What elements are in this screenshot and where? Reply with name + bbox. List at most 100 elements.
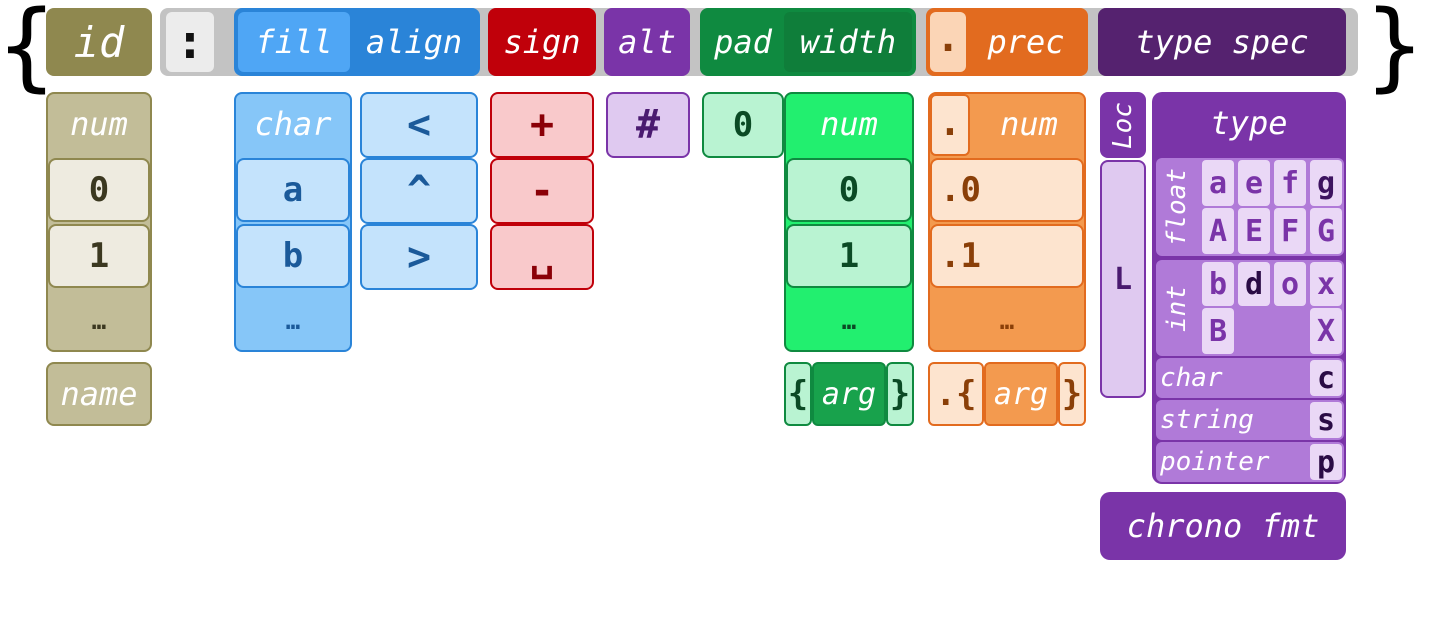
fill-more-label: … [285, 307, 301, 335]
fill-value-b-label: b [282, 236, 304, 276]
type-float-label: float [1156, 158, 1198, 256]
alt-hash-label: # [635, 102, 661, 148]
fill-column [234, 92, 352, 352]
prec-num-label: num [1000, 105, 1058, 143]
type-string-label-text: string [1160, 405, 1254, 435]
type-float-A: A [1202, 208, 1234, 254]
type-pointer-value: p [1310, 444, 1342, 480]
prec-value-0-label: .0 [940, 170, 981, 210]
type-int-d-label: d [1244, 266, 1264, 302]
type-string-value-label: s [1316, 402, 1336, 438]
fill-char: char [234, 92, 352, 156]
header-pad: pad [704, 12, 782, 72]
width-num-label: num [820, 105, 878, 143]
header-pad-label: pad [714, 23, 772, 61]
type-chrono-fmt-label: chrono fmt [1126, 507, 1320, 545]
header-alt: alt [604, 8, 690, 76]
type-float-A-label: A [1208, 213, 1228, 249]
type-float-e: e [1238, 160, 1270, 206]
id-name: name [46, 362, 152, 426]
prec-dot: . [930, 94, 970, 156]
id-more: … [46, 290, 152, 352]
width-num: num [784, 92, 914, 156]
fill-value-a-label: a [282, 170, 304, 210]
type-int-X: X [1310, 308, 1342, 354]
header-alt-label: alt [618, 23, 676, 61]
width-arg: arg [812, 362, 886, 426]
type-string-value: s [1310, 402, 1342, 438]
id-more-label: … [91, 307, 107, 335]
header-dot-label: . [935, 15, 961, 61]
prec-arg-close-label: } [1061, 374, 1083, 414]
header-type-spec-label: type spec [1135, 23, 1309, 61]
type-int-x-label: x [1316, 266, 1336, 302]
alt-hash: # [606, 92, 690, 158]
type-float-g: g [1310, 160, 1342, 206]
type-float-G-label: G [1316, 213, 1336, 249]
type-char-value-label: c [1316, 360, 1336, 396]
sign-space-label: ␣ [529, 234, 555, 280]
id-value-0: 0 [48, 158, 150, 222]
pad-zero-label: 0 [732, 105, 754, 145]
fill-value-a: a [236, 158, 350, 222]
prec-arg: arg [984, 362, 1058, 426]
width-arg-label: arg [821, 376, 877, 412]
type-title-label: type [1210, 104, 1288, 142]
id-name-label: name [60, 375, 138, 413]
header-sign-label: sign [503, 23, 581, 61]
sign-minus: - [490, 158, 594, 224]
type-int-B: B [1202, 308, 1234, 354]
type-float-a: a [1202, 160, 1234, 206]
header-id: id [46, 8, 152, 76]
align-right-label: > [406, 234, 432, 280]
prec-value-0: .0 [930, 158, 1084, 222]
prec-more-label: … [999, 307, 1015, 335]
width-value-1-label: 1 [838, 236, 860, 276]
width-more-label: … [841, 307, 857, 335]
sign-space: ␣ [490, 224, 594, 290]
align-left: < [360, 92, 478, 158]
header-colon-label: : [175, 14, 205, 70]
type-int-o-label: o [1280, 266, 1300, 302]
header-align-label: align [365, 23, 463, 61]
align-left-label: < [406, 102, 432, 148]
type-int-d: d [1238, 262, 1270, 306]
fill-more: … [234, 290, 352, 352]
type-int-label: int [1156, 260, 1198, 356]
type-float-G: G [1310, 208, 1342, 254]
header-prec-label: prec [987, 23, 1065, 61]
prec-value-1-label: .1 [940, 236, 981, 276]
align-center: ^ [360, 158, 478, 224]
prec-arg-label: arg [993, 376, 1049, 412]
type-int-b-label: b [1208, 266, 1228, 302]
type-title: type [1152, 92, 1346, 154]
header-type-spec: type spec [1098, 8, 1346, 76]
prec-more: … [928, 290, 1086, 352]
prec-arg-open-label: .{ [935, 374, 977, 414]
type-float-label-text: float [1162, 167, 1192, 247]
type-chrono-fmt: chrono fmt [1100, 492, 1346, 560]
type-int-b: b [1202, 262, 1234, 306]
type-float-a-label: a [1208, 165, 1228, 201]
type-string-label: string [1160, 400, 1306, 440]
type-char-label: char [1160, 358, 1306, 398]
type-float-g-label: g [1316, 165, 1336, 201]
id-value-0-label: 0 [88, 170, 110, 210]
header-fill-label: fill [255, 23, 333, 61]
width-more: … [784, 290, 914, 352]
type-int-label-text: int [1162, 284, 1192, 332]
type-char-label-text: char [1160, 363, 1223, 393]
header-colon: : [166, 12, 214, 72]
type-int-x: x [1310, 262, 1342, 306]
width-value-1: 1 [786, 224, 912, 288]
type-float-E-label: E [1244, 213, 1264, 249]
id-value-1: 1 [48, 224, 150, 288]
prec-arg-close: } [1058, 362, 1086, 426]
header-id-label: id [73, 17, 125, 67]
align-center-label: ^ [406, 168, 432, 214]
type-pointer-label-text: pointer [1160, 447, 1270, 477]
type-pointer-label: pointer [1160, 442, 1306, 482]
type-float-F-label: F [1280, 213, 1300, 249]
width-arg-open-label: { [787, 374, 809, 414]
id-num: num [46, 92, 152, 156]
